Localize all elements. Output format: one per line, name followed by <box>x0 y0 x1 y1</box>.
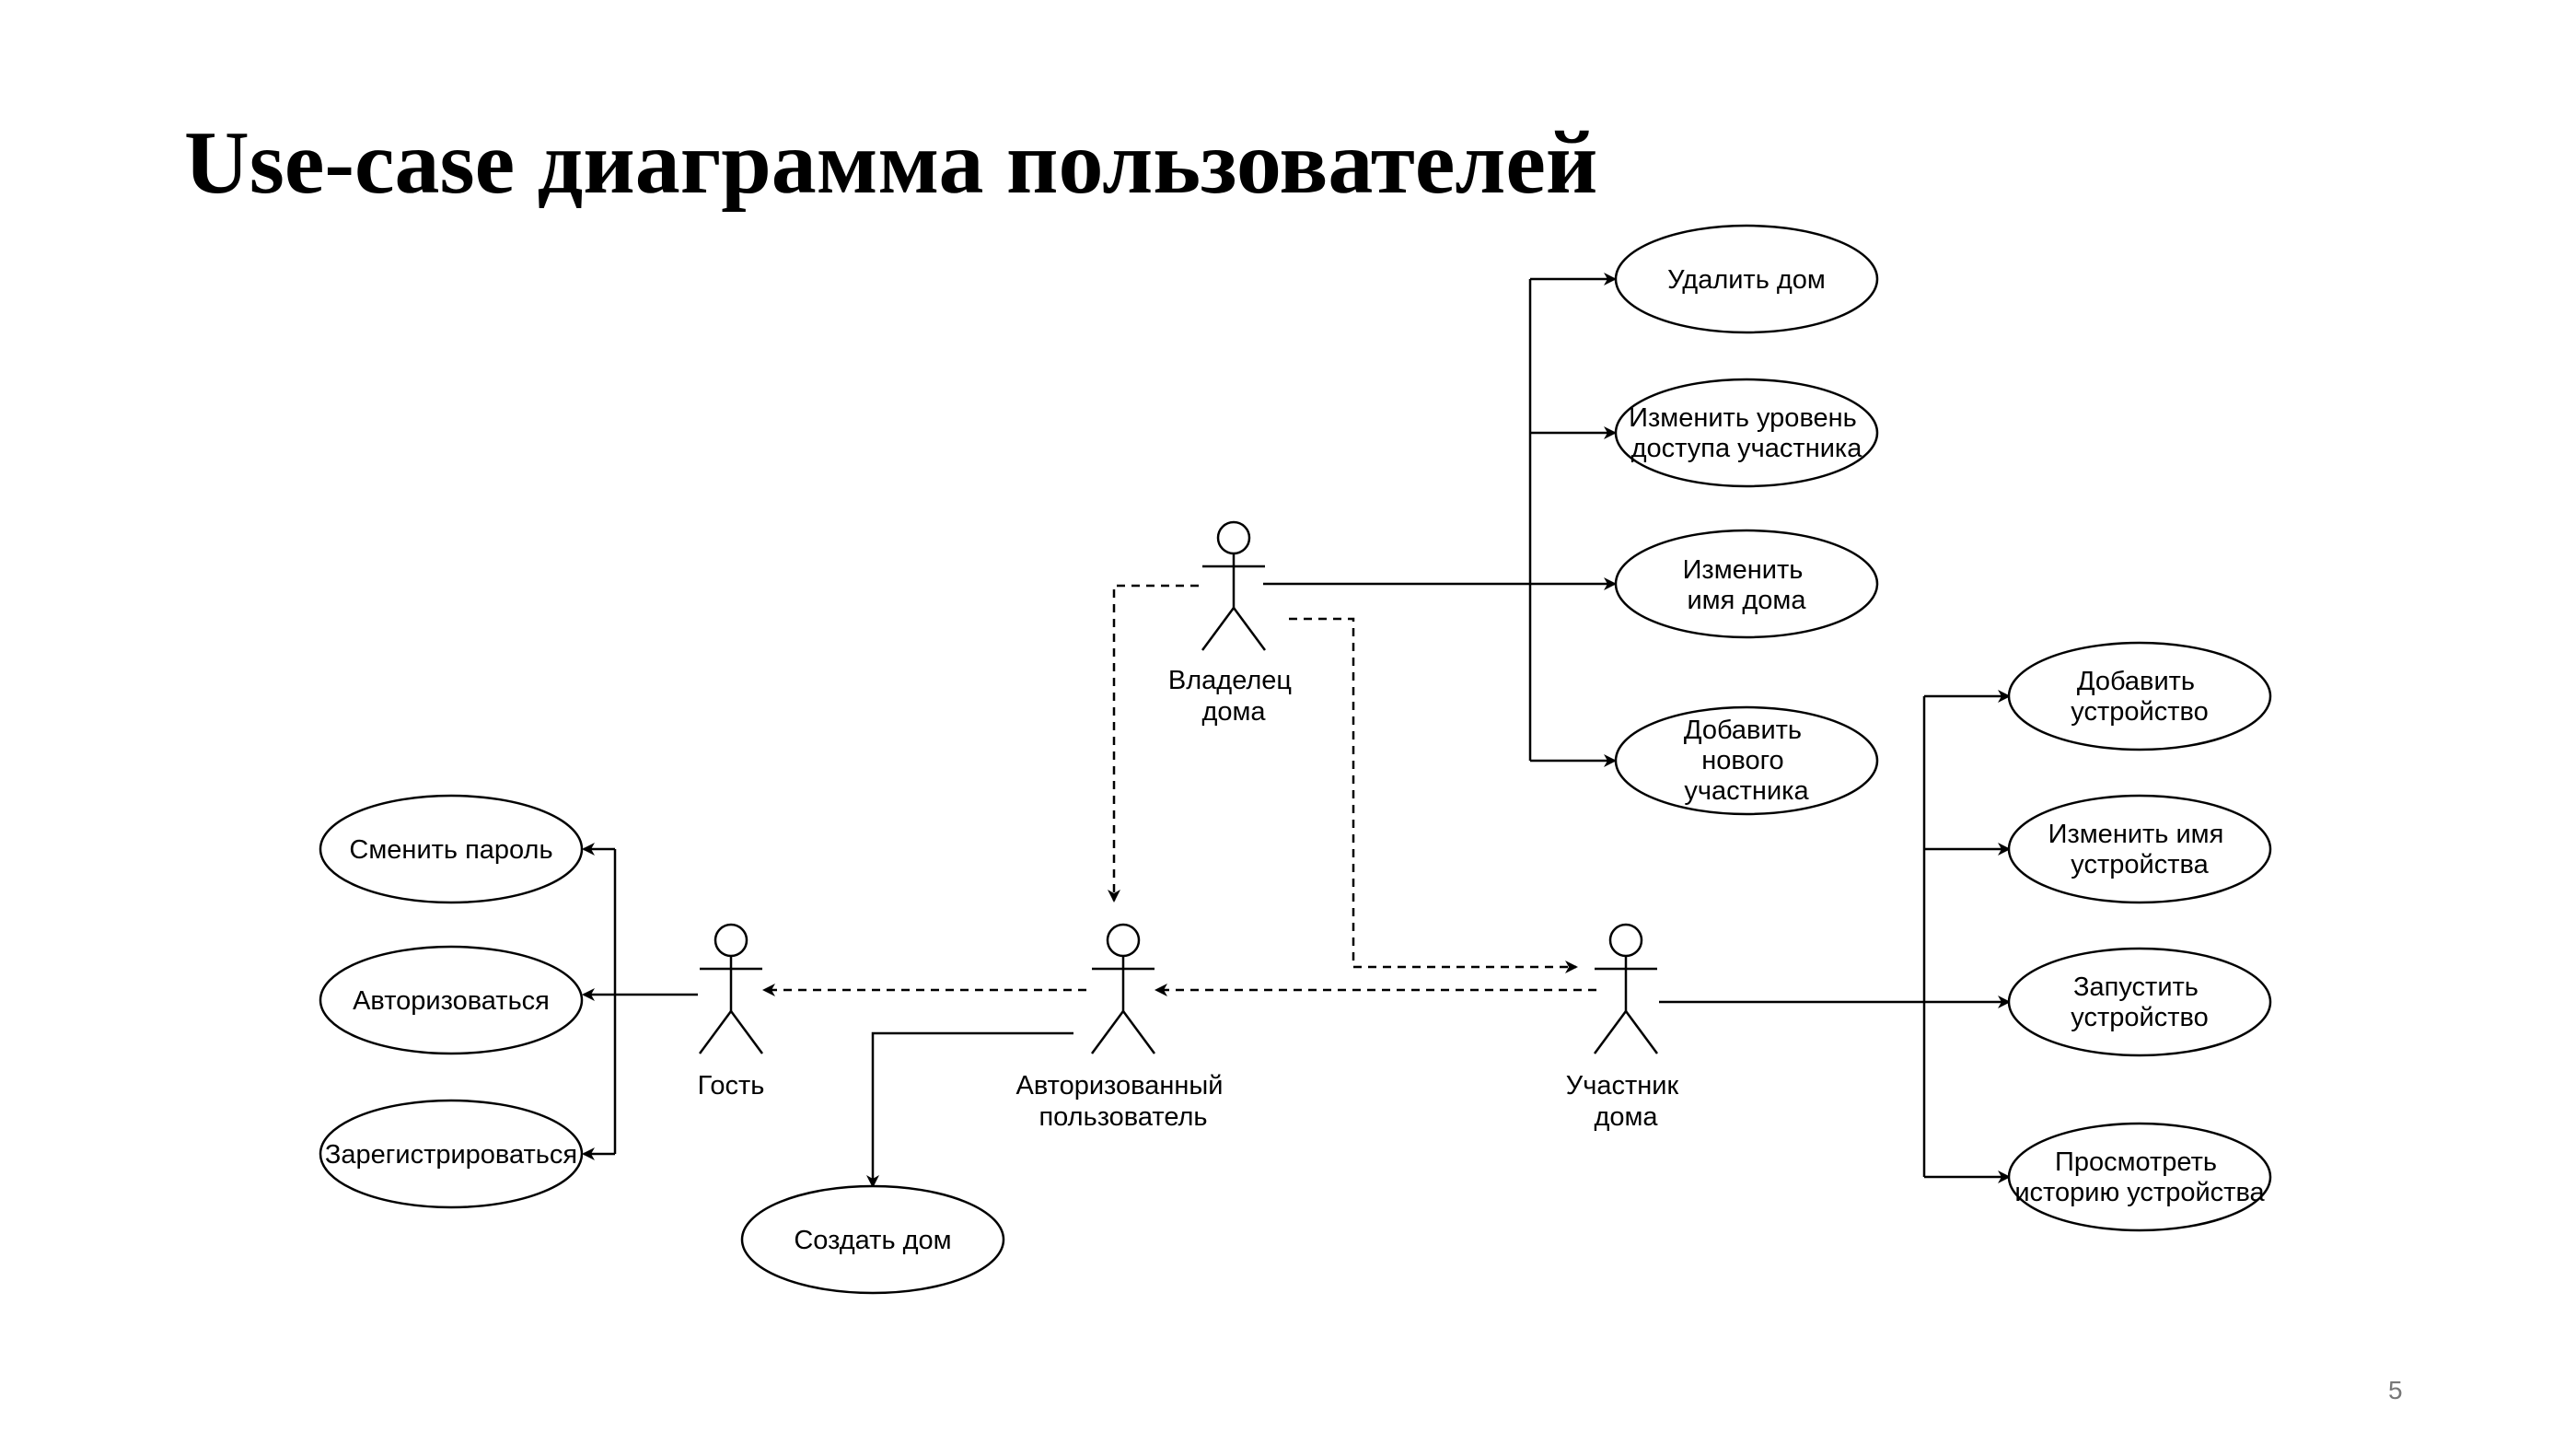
actor-guest-line-1: Гость <box>698 1071 765 1100</box>
owner-use-case-connectors <box>1263 273 1617 767</box>
actor-owner-line-1: Владелец <box>1168 666 1292 695</box>
actor-member-line-2: дома <box>1594 1102 1658 1132</box>
svg-text:Сменить пароль: Сменить пароль <box>349 835 552 865</box>
actor-member-label: Участник дома <box>1566 1071 1686 1132</box>
use-case-rename-device: Изменить имя устройства <box>2007 794 2272 904</box>
use-case-rename-home-line-2: имя дома <box>1687 586 1806 615</box>
create-home-connector <box>866 1031 1073 1188</box>
actor-guest: Гость <box>698 923 765 1100</box>
svg-text:Зарегистрироваться: Зарегистрироваться <box>325 1140 577 1170</box>
svg-text:Авторизоваться: Авторизоваться <box>353 986 550 1016</box>
member-use-case-connectors <box>1659 690 2011 1183</box>
use-case-sign-up: Зарегистрироваться <box>319 1099 584 1209</box>
guest-use-case-connectors <box>582 843 698 1160</box>
slide-number: 5 <box>2388 1376 2403 1404</box>
svg-text:Изменить имя устройства: Изменить имя устройства <box>2048 820 2232 879</box>
use-case-run-device-line-1: Запустить <box>2073 972 2199 1002</box>
actor-member: Участник дома <box>1566 923 1686 1132</box>
actor-head <box>1608 923 1643 958</box>
use-case-delete-home: Удалить дом <box>1614 224 1879 334</box>
use-case-device-history-line-1: Просмотреть <box>2055 1147 2217 1177</box>
use-case-device-history: Просмотреть историю устройства <box>2007 1122 2272 1232</box>
use-case-create-home: Создать дом <box>740 1184 1005 1295</box>
svg-text:Изменить уровень доступа: Изменить уровень доступа участника <box>1629 403 1864 463</box>
generalization-connectors <box>762 584 1596 996</box>
slide-title: Use-case диаграмма пользователей <box>184 113 1598 213</box>
use-case-add-member-line-3: участника <box>1684 776 1809 806</box>
use-case-sign-in-line-1: Авторизоваться <box>353 986 550 1016</box>
use-case-change-access: Изменить уровень доступа участника <box>1614 378 1879 488</box>
use-case-delete-home-line-1: Удалить дом <box>1667 265 1826 295</box>
use-case-sign-up-line-1: Зарегистрироваться <box>325 1140 577 1170</box>
actor-owner-line-2: дома <box>1201 697 1266 727</box>
use-case-rename-device-line-1: Изменить имя <box>2048 820 2224 849</box>
use-case-add-device-line-2: устройство <box>2071 697 2208 727</box>
actor-member-line-1: Участник <box>1566 1071 1679 1100</box>
use-case-run-device: Запустить устройство <box>2007 947 2272 1057</box>
use-case-rename-home: Изменить имя дома <box>1614 529 1879 639</box>
use-case-change-password-line-1: Сменить пароль <box>349 835 552 865</box>
use-case-device-history-line-2: историю устройства <box>2014 1178 2265 1207</box>
actor-owner: Владелец дома <box>1168 520 1299 727</box>
actor-authorized-line-2: пользователь <box>1039 1102 1207 1132</box>
actor-owner-label: Владелец дома <box>1168 666 1299 727</box>
use-case-add-device: Добавить устройство <box>2007 641 2272 751</box>
use-case-add-member: Добавить нового участника <box>1614 705 1879 816</box>
svg-text:Запустить устройство: Запустить устройство <box>2071 972 2208 1032</box>
actor-authorized-line-1: Авторизованный <box>1016 1071 1224 1100</box>
use-case-run-device-line-2: устройство <box>2071 1003 2208 1032</box>
actor-guest-label: Гость <box>698 1071 765 1100</box>
svg-text:Удалить дом: Удалить дом <box>1667 265 1826 295</box>
actor-authorized-label: Авторизованный пользователь <box>1016 1071 1231 1132</box>
actor-authorized-user: Авторизованный пользователь <box>1016 923 1231 1132</box>
use-case-add-member-line-2: нового <box>1701 746 1783 775</box>
use-case-change-password: Сменить пароль <box>319 794 584 904</box>
use-case-rename-home-line-1: Изменить <box>1683 555 1804 585</box>
actor-head <box>714 923 748 958</box>
actor-head <box>1216 520 1251 555</box>
use-case-sign-in: Авторизоваться <box>319 945 584 1055</box>
use-case-rename-device-line-2: устройства <box>2071 850 2209 879</box>
use-case-add-member-line-1: Добавить <box>1684 716 1802 745</box>
use-case-add-device-line-1: Добавить <box>2077 667 2195 696</box>
svg-text:Добавить нового уч: Добавить нового участника <box>1684 716 1810 806</box>
use-case-change-access-line-1: Изменить уровень <box>1629 403 1857 433</box>
svg-text:Добавить устройство: Добавить устройство <box>2071 667 2208 727</box>
use-case-create-home-line-1: Создать дом <box>794 1226 951 1255</box>
use-case-change-access-line-2: доступа участника <box>1631 434 1863 463</box>
svg-text:Просмотреть историю устр: Просмотреть историю устройства <box>2014 1147 2265 1207</box>
svg-text:Изменить имя дома: Изменить имя дома <box>1683 555 1811 615</box>
actor-head <box>1106 923 1141 958</box>
svg-text:Создать дом: Создать дом <box>794 1226 951 1255</box>
